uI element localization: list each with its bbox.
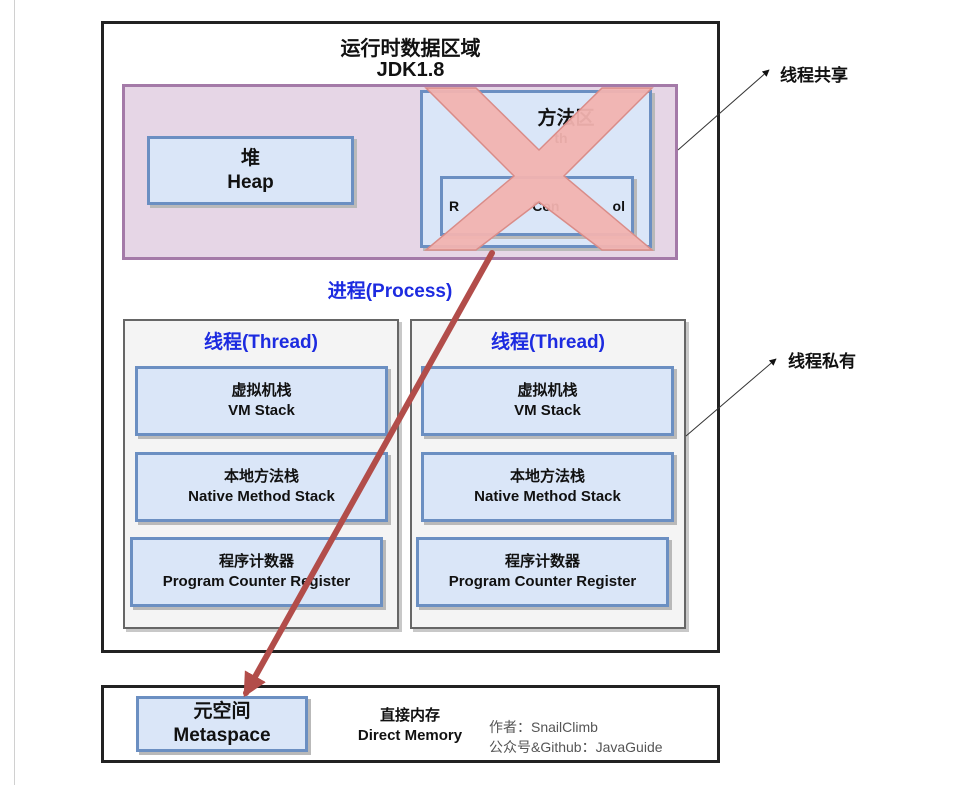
native-stack-zh: 本地方法栈 xyxy=(223,468,299,485)
thread-label: 线程(Thread) xyxy=(490,332,605,353)
crossed-out-mark xyxy=(423,87,655,251)
constant-pool-fragment-right: ol xyxy=(612,198,625,214)
author-line-1: 作者：SnailClimb xyxy=(489,719,598,735)
author-line-2: 公众号&Github：JavaGuide xyxy=(489,739,663,755)
vm-stack-zh: 虚拟机栈 xyxy=(231,382,292,399)
native-stack-en: Native Method Stack xyxy=(474,488,621,505)
vm-stack-box: 虚拟机栈 VM Stack xyxy=(135,366,388,436)
heap-en: Heap xyxy=(227,171,274,193)
program-counter-box: 程序计数器 Program Counter Register xyxy=(416,537,669,607)
native-stack-zh: 本地方法栈 xyxy=(509,468,585,485)
heap-box: 堆 Heap xyxy=(147,136,354,205)
heap-zh: 堆 xyxy=(240,147,260,169)
pc-zh: 程序计数器 xyxy=(218,553,294,570)
direct-memory-en: Direct Memory xyxy=(357,727,463,744)
author-credit: 作者：SnailClimb 公众号&Github：JavaGuide xyxy=(489,717,663,757)
direct-memory-zh: 直接内存 xyxy=(379,707,440,724)
process-label: 进程(Process) xyxy=(327,281,453,302)
native-method-stack-box: 本地方法栈 Native Method Stack xyxy=(421,452,674,522)
metaspace-box: 元空间 Metaspace xyxy=(136,696,308,752)
constant-pool-fragment-left: R xyxy=(449,198,460,214)
vm-stack-en: VM Stack xyxy=(514,402,581,419)
shared-pointer-line xyxy=(677,69,770,151)
program-counter-box: 程序计数器 Program Counter Register xyxy=(130,537,383,607)
pc-en: Program Counter Register xyxy=(448,573,637,590)
page-left-border xyxy=(14,0,15,785)
native-stack-en: Native Method Stack xyxy=(188,488,335,505)
private-pointer-line xyxy=(685,358,777,437)
jdk-version: JDK1.8 xyxy=(376,59,445,81)
thread-shared-label: 线程共享 xyxy=(780,66,848,85)
thread-private-label: 线程私有 xyxy=(788,352,856,371)
vm-stack-box: 虚拟机栈 VM Stack xyxy=(421,366,674,436)
vm-stack-zh: 虚拟机栈 xyxy=(517,382,578,399)
vm-stack-en: VM Stack xyxy=(228,402,295,419)
migration-arrow xyxy=(243,250,495,698)
thread-label: 线程(Thread) xyxy=(203,332,318,353)
pc-zh: 程序计数器 xyxy=(504,553,580,570)
direct-memory: 直接内存 Direct Memory xyxy=(340,706,480,746)
runtime-title: 运行时数据区域 xyxy=(340,38,481,60)
metaspace-en: Metaspace xyxy=(173,725,271,746)
metaspace-zh: 元空间 xyxy=(193,701,251,722)
